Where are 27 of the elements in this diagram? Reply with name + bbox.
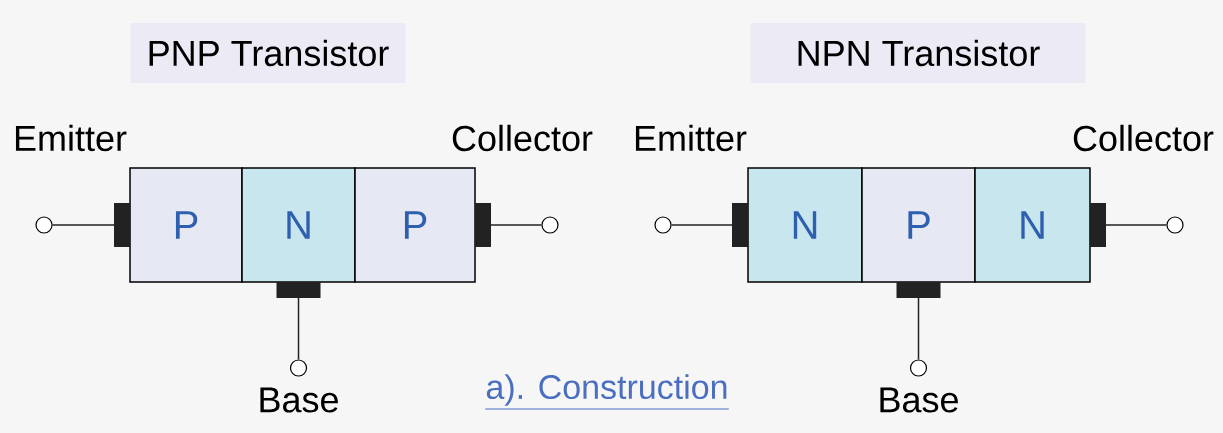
terminal-label: Collector [452,124,593,152]
title-band: NPN Transistor [750,23,1086,83]
semiconductor-region: P [129,167,243,283]
contact-lead [1090,203,1168,247]
terminal-label: Base [880,387,958,413]
terminal-circle [289,359,308,377]
terminal-circle [541,216,559,234]
semiconductor-region: N [241,167,356,283]
terminal-label: Base [260,387,338,413]
semiconductor-region: N [974,167,1091,283]
terminal-circle [654,216,672,234]
terminal-label: Collector [1073,124,1214,152]
semiconductor-region: P [861,167,976,283]
contact-lead [475,203,543,247]
terminal-circle [1166,216,1184,234]
contact-lead [896,282,941,361]
semiconductor-region: N [747,167,863,283]
contact-lead [276,282,321,361]
terminal-circle [35,216,53,234]
terminal-circle [909,359,928,377]
semiconductor-region: P [354,167,476,283]
contact-lead [670,203,748,247]
terminal-label: Emitter [15,124,127,152]
contact-lead [51,203,130,247]
title-band: PNP Transistor [130,23,406,83]
terminal-label: Emitter [635,124,747,152]
caption-link: a). Construction [484,374,730,410]
